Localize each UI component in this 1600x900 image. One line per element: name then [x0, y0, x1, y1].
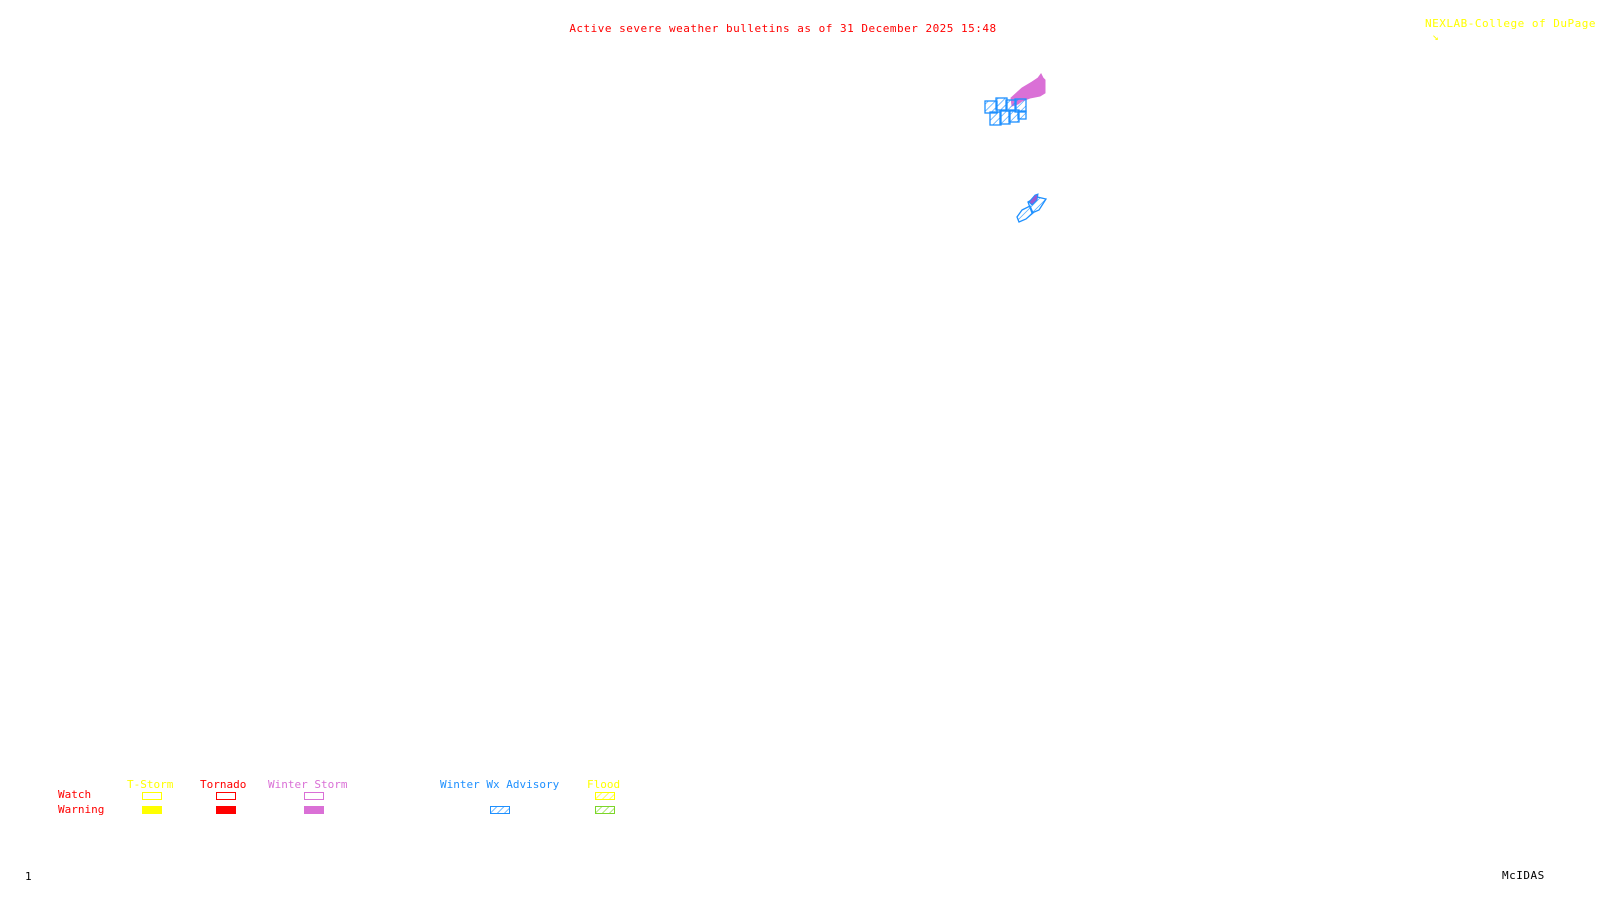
winter-storm-watch-swatch — [304, 792, 324, 800]
legend-row-watch: Watch — [58, 788, 92, 801]
flood-watch-swatch — [595, 792, 615, 800]
credit-logo-icon: ↘ — [1425, 30, 1440, 43]
winter-storm-warning-area-east — [1028, 193, 1039, 206]
legend-category-tornado: Tornado — [200, 778, 247, 791]
advisory-county — [1017, 110, 1027, 120]
legend-category-winter-storm: Winter Storm — [268, 778, 348, 791]
winter-wx-advisory-area-northeast — [984, 97, 1027, 126]
tornado-watch-swatch — [216, 792, 236, 800]
legend-category-tstorm: T-Storm — [127, 778, 174, 791]
legend-row-warning: Warning — [58, 803, 105, 816]
flood-warning-swatch — [595, 806, 615, 814]
legend-category-flood: Flood — [587, 778, 621, 791]
tornado-warning-swatch — [216, 806, 236, 814]
frame-number: 1 — [25, 870, 33, 883]
advisory-zone — [1016, 205, 1034, 223]
legend-category-winter-wx-advisory: Winter Wx Advisory — [440, 778, 560, 791]
credit-text: NEXLAB-College of DuPage — [1425, 17, 1596, 30]
tstorm-watch-swatch — [142, 792, 162, 800]
credit-label: NEXLAB-College of DuPage ↘ — [1411, 4, 1596, 43]
advisory-county — [995, 97, 1008, 111]
advisory-county — [984, 100, 998, 114]
map-title: Active severe weather bulletins as of 31… — [569, 22, 997, 35]
advisory-county — [989, 111, 1002, 126]
software-label: McIDAS — [1502, 869, 1545, 882]
winter-wx-advisory-swatch — [490, 806, 510, 814]
winter-storm-warning-swatch — [304, 806, 324, 814]
tstorm-warning-swatch — [142, 806, 162, 814]
